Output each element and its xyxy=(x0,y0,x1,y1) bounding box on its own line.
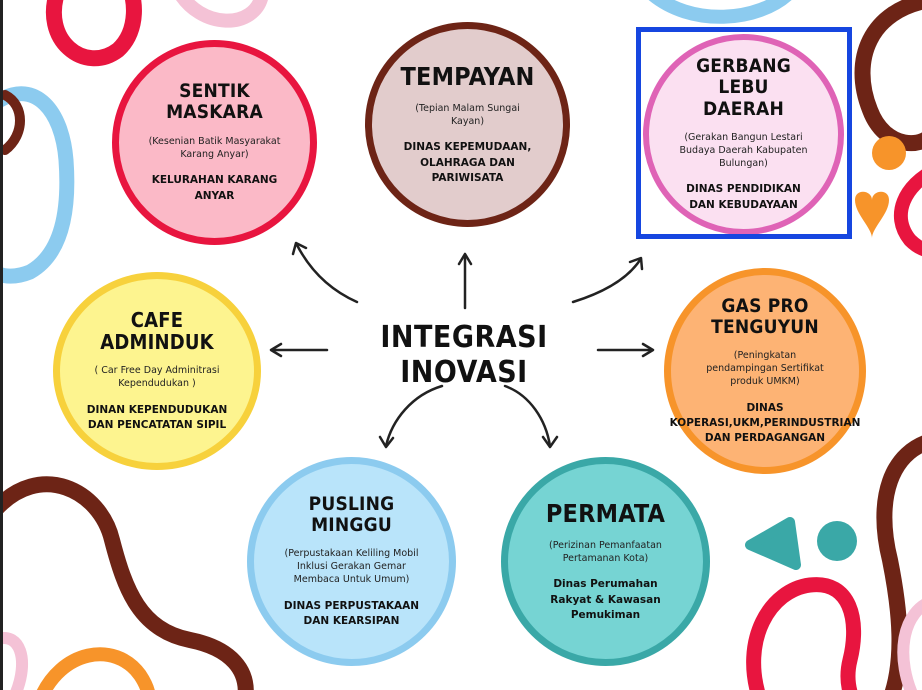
arrow-to-gas-pro-head xyxy=(641,342,655,358)
decor-blob-brown-left xyxy=(0,90,25,155)
center-title: INTEGRASI INOVASI xyxy=(380,320,548,390)
arrow-to-gerbang-lebu xyxy=(571,258,642,304)
node-sentik-maskara: SENTIK MASKARA (Kesenian Batik Masyaraka… xyxy=(112,40,317,245)
decor-blob-orange-bottomleft xyxy=(37,647,155,690)
arrow-to-gerbang-lebu-head xyxy=(628,256,644,271)
node-organization: DINAS PERPUSTAKAAN DAN KEARSIPAN xyxy=(283,599,420,627)
node-subtitle: (Kesenian Batik Masyarakat Karang Anyar) xyxy=(148,135,281,160)
arrow-to-pusling-minggu-head xyxy=(378,435,395,449)
arrow-to-sentik-maskara xyxy=(295,243,359,304)
node-organization: DINAS KOPERASI,UKM,PERINDUSTRIAN DAN PER… xyxy=(669,401,861,445)
decor-blob-pink-top xyxy=(176,0,268,28)
decor-dot-orange xyxy=(872,136,906,170)
decor-blob-brown-right xyxy=(854,0,922,151)
node-gas-pro-tenguyun: GAS PRO TENGUYUN (Peningkatan pendamping… xyxy=(664,268,866,474)
node-organization: DINAS KEPEMUDAAN, OLAHRAGA DAN PARIWISAT… xyxy=(403,141,532,184)
node-organization: KELURAHAN KARANG ANYAR xyxy=(151,174,278,202)
node-title: PERMATA xyxy=(545,498,666,528)
node-title: GAS PRO TENGUYUN xyxy=(711,294,819,338)
node-title: GERBANG LEBU DAERAH xyxy=(696,55,791,120)
decor-blob-red-right xyxy=(893,169,922,256)
decor-blob-red-top xyxy=(45,0,142,67)
node-subtitle: (Perpustakaan Keliling Mobil Inklusi Ger… xyxy=(284,548,419,585)
node-cafe-adminduk: CAFE ADMINDUK ( Car Free Day Adminitrasi… xyxy=(53,272,261,470)
node-subtitle: (Peningkatan pendampingan Sertifikat pro… xyxy=(706,350,824,387)
decor-heart-orange xyxy=(855,191,889,238)
arrow-to-sentik-maskara-head xyxy=(291,241,308,256)
node-title: PUSLING MINGGU xyxy=(308,492,395,537)
decor-blob-blue-left xyxy=(0,86,75,284)
node-title: TEMPAYAN xyxy=(400,61,535,91)
arrow-to-cafe-adminduk-head xyxy=(269,342,283,358)
node-organization: DINAS PENDIDIKAN DAN KEBUDAYAAN xyxy=(686,183,801,211)
node-permata: PERMATA (Perizinan Pemanfaatan Pertamana… xyxy=(501,457,710,666)
node-organization: Dinas Perumahan Rakyat & Kawasan Pemukim… xyxy=(550,578,661,621)
node-gerbang-lebu-daerah: GERBANG LEBU DAERAH (Gerakan Bangun Lest… xyxy=(643,34,844,235)
decor-heart-teal xyxy=(745,517,801,570)
decor-dot-teal xyxy=(817,521,857,561)
decor-blob-pink-bottomright xyxy=(897,599,922,690)
node-pusling-minggu: PUSLING MINGGU (Perpustakaan Keliling Mo… xyxy=(247,457,456,666)
decor-blob-red-bottomright xyxy=(746,577,862,690)
decor-blob-pink-bottomleft xyxy=(0,632,29,690)
node-subtitle: (Tepian Malam Sungai Kayan) xyxy=(415,102,520,127)
selection-highlight-box[interactable] xyxy=(636,27,852,239)
node-organization: DINAN KEPENDUDUKAN DAN PENCATATAN SIPIL xyxy=(86,403,228,432)
node-subtitle: ( Car Free Day Adminitrasi Kependudukan … xyxy=(94,365,220,390)
decor-blob-blue-topright xyxy=(648,0,792,24)
arrow-to-tempayan-head xyxy=(457,252,473,266)
arrow-to-pusling-minggu xyxy=(384,384,444,448)
arrow-to-permata-head xyxy=(541,435,559,449)
node-subtitle: (Perizinan Pemanfaatan Pertamanan Kota) xyxy=(549,539,662,564)
window-left-edge xyxy=(0,0,3,690)
node-title: SENTIK MASKARA xyxy=(166,80,263,124)
node-title: CAFE ADMINDUK xyxy=(100,307,214,354)
arrow-to-permata xyxy=(503,384,552,448)
node-tempayan: TEMPAYAN (Tepian Malam Sungai Kayan) DIN… xyxy=(365,22,570,227)
decor-blob-brown-bottomleft xyxy=(0,476,254,690)
node-subtitle: (Gerakan Bangun Lestari Budaya Daerah Ka… xyxy=(679,131,808,169)
